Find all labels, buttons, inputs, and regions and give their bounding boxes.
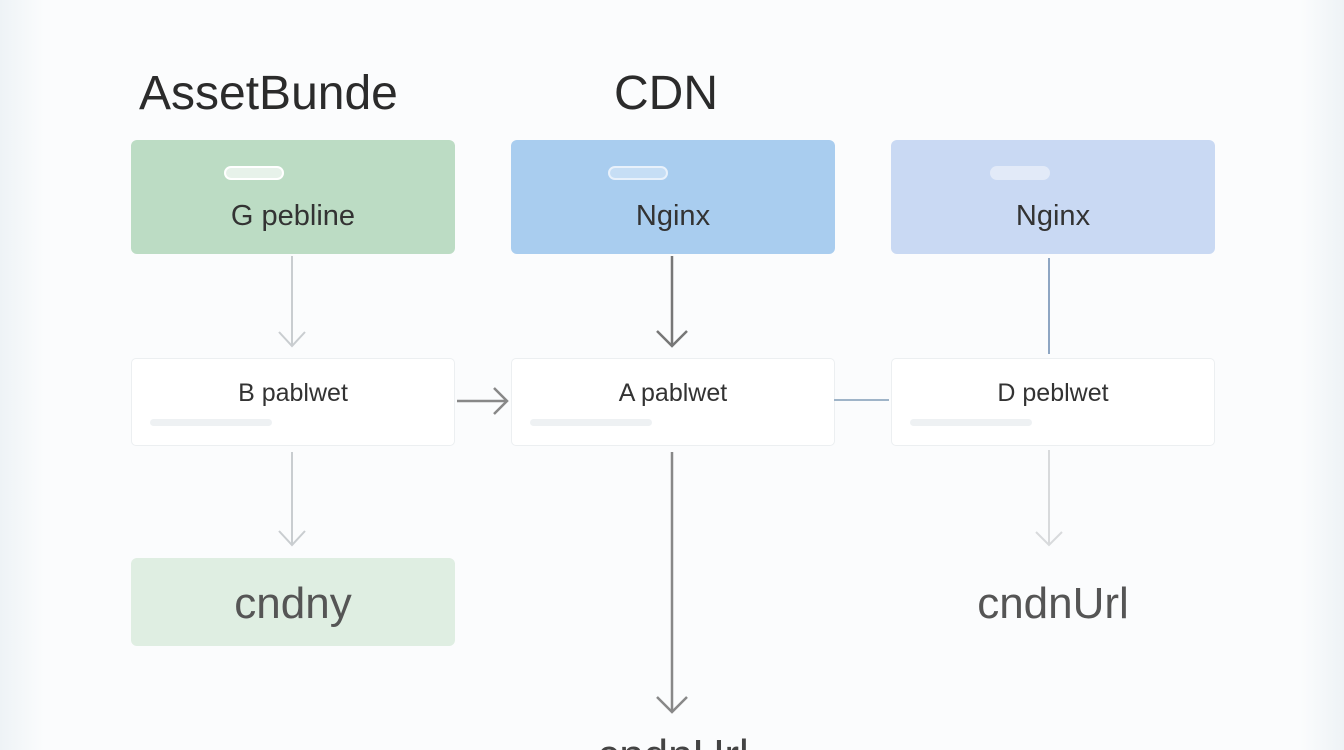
ghost-line — [530, 419, 652, 426]
nginx-box-secondary-label: Nginx — [1015, 200, 1091, 232]
pill-decoration — [608, 166, 668, 180]
pipeline-box: G pebline — [131, 140, 455, 254]
ghost-line — [910, 419, 1032, 426]
cndnurl-label: cndnUrl — [977, 579, 1129, 628]
a-box: A pablwet — [511, 358, 835, 446]
cut-off-label: cndnUrl — [511, 734, 835, 750]
nginx-box-primary: Nginx — [511, 140, 835, 254]
nginx-box-primary-label: Nginx — [635, 200, 711, 232]
pill-decoration — [224, 166, 284, 180]
arrow-nginx-to-a — [656, 256, 688, 348]
cndny-box — [131, 558, 455, 646]
heading-cdn: CDN — [614, 67, 718, 120]
b-box-label: B pablwet — [238, 379, 348, 407]
nginx-box-secondary: Nginx — [891, 140, 1215, 254]
cndny-label: cndny — [234, 579, 352, 628]
b-box: B pablwet — [131, 358, 455, 446]
arrow-d-to-cndnurl — [1035, 450, 1063, 547]
d-box: D peblwet — [891, 358, 1215, 446]
a-box-label: A pablwet — [618, 379, 728, 407]
ghost-line — [150, 419, 272, 426]
pill-decoration — [990, 166, 1050, 180]
arrow-a-to-bottom — [656, 452, 688, 714]
pipeline-box-label: G pebline — [230, 200, 356, 232]
heading-assetbundle: AssetBunde — [139, 67, 398, 120]
arrow-b-to-cndny — [278, 452, 306, 547]
d-box-label: D peblwet — [997, 379, 1109, 407]
arrow-b-to-a — [457, 387, 509, 415]
arrow-pipeline-to-b — [278, 256, 306, 348]
